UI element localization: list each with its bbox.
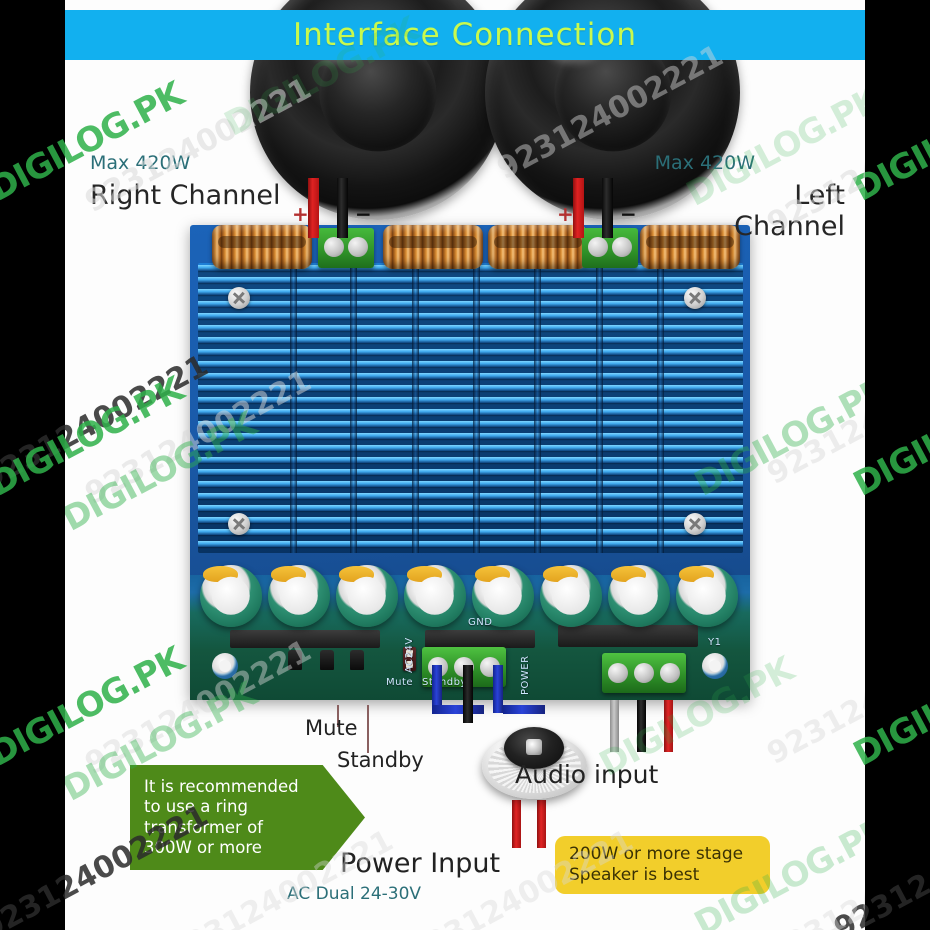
filter-capacitor (540, 565, 602, 627)
terminal-screw (324, 237, 344, 257)
watermark-number: 923124002221 (761, 623, 865, 772)
heatsink-screw-top-right (684, 287, 706, 309)
standby-leader-line (367, 705, 369, 753)
output-inductor-2 (383, 225, 483, 269)
ic-block-center (425, 630, 535, 648)
silk-standby: Standby (422, 677, 467, 688)
right-speaker-wire-positive (308, 178, 319, 238)
terminal-screw (612, 237, 632, 257)
filter-capacitor (336, 565, 398, 627)
silk-mute: Mute (386, 677, 414, 688)
output-inductor-4 (640, 225, 740, 269)
mute-leader-line (337, 705, 339, 727)
mounting-hole-left (212, 653, 238, 679)
mute-jumper[interactable] (403, 647, 416, 671)
transformer-wire-blue-right-bend (503, 705, 545, 714)
heatsink (198, 263, 743, 553)
left-speaker-wire-positive (573, 178, 584, 238)
power-wire-red-2 (537, 800, 546, 848)
ring-transformer (482, 725, 587, 803)
standby-label: Standby (337, 748, 424, 772)
transistor (320, 650, 334, 670)
heatsink-screw-bottom-right (684, 513, 706, 535)
left-channel-max-power: Max 420W (654, 152, 755, 174)
terminal-screw (634, 663, 654, 683)
watermark-layer-left: DIGILOG.PK 923124002221 DIGILOG.PK DIGIL… (0, 0, 214, 930)
heatsink-screw-top-left (228, 287, 250, 309)
left-channel-label: Left Channel (734, 180, 846, 242)
watermark-number: 923124002221 (761, 823, 865, 930)
terminal-screw (608, 663, 628, 683)
audio-wire-left (637, 700, 646, 752)
output-inductor-3 (488, 225, 588, 269)
transformer-wire-black-center (463, 665, 473, 723)
heatsink-screw-bottom-left (228, 513, 250, 535)
left-speaker-minus-symbol: − (620, 202, 637, 226)
speaker-recommendation-callout: 200W or more stage Speaker is best (555, 836, 770, 894)
terminal-screw (660, 663, 680, 683)
right-speaker-plus-symbol: + (292, 202, 309, 226)
filter-capacitor (472, 565, 534, 627)
audio-input-terminal[interactable] (602, 653, 686, 693)
transformer-recommendation-text: It is recommended to use a ring transfor… (144, 777, 299, 857)
filter-capacitor (676, 565, 738, 627)
watermark-layer-right: DIGILOG.PK DIGILOG.PK DIGILOG.PK 9231240… (828, 0, 930, 930)
right-channel-label: Right Channel (90, 180, 281, 211)
silk-ac24v: AC24V (404, 637, 415, 673)
transistor (350, 650, 364, 670)
silk-gnd: GND (468, 617, 493, 628)
transformer-wire-blue-left-bend (432, 705, 484, 714)
transistor (288, 650, 302, 670)
power-wire-red-1 (512, 800, 521, 848)
right-channel-max-power: Max 420W (90, 152, 191, 174)
filter-capacitor (608, 565, 670, 627)
filter-capacitor (268, 565, 330, 627)
product-photo: Interface Connection Max 420W Right Chan… (65, 0, 865, 930)
filter-capacitor (200, 565, 262, 627)
transformer-recommendation-callout: It is recommended to use a ring transfor… (130, 765, 365, 870)
amplifier-board: AC24V GND POWER Mute Standby Y1 (190, 225, 750, 700)
transformer-center-bolt (526, 739, 542, 755)
page-title: Interface Connection (292, 17, 638, 53)
silk-y1: Y1 (708, 637, 722, 648)
terminal-screw (348, 237, 368, 257)
mute-label: Mute (305, 716, 358, 740)
ic-block-right (558, 625, 698, 647)
left-speaker-wire-negative (602, 178, 613, 238)
header-banner: Interface Connection (65, 10, 865, 60)
left-speaker-plus-symbol: + (557, 202, 574, 226)
filter-capacitor (404, 565, 466, 627)
audio-wire-right (664, 700, 673, 752)
mounting-hole-right (702, 653, 728, 679)
watermark-number: 923124002221 (761, 343, 865, 492)
output-inductor-1 (212, 225, 312, 269)
power-input-label: Power Input (340, 848, 501, 879)
transformer-wire-blue-left (432, 665, 442, 713)
right-speaker-wire-negative (337, 178, 348, 238)
transformer-wire-blue-right (493, 665, 503, 713)
audio-input-label: Audio input (515, 760, 659, 789)
terminal-screw (588, 237, 608, 257)
silk-power: POWER (520, 655, 531, 695)
speaker-recommendation-text: 200W or more stage Speaker is best (569, 844, 744, 885)
audio-wire-ground (610, 700, 619, 752)
right-speaker-minus-symbol: − (355, 202, 372, 226)
ic-block-left (230, 630, 380, 648)
power-spec-label: AC Dual 24-30V (287, 884, 422, 904)
